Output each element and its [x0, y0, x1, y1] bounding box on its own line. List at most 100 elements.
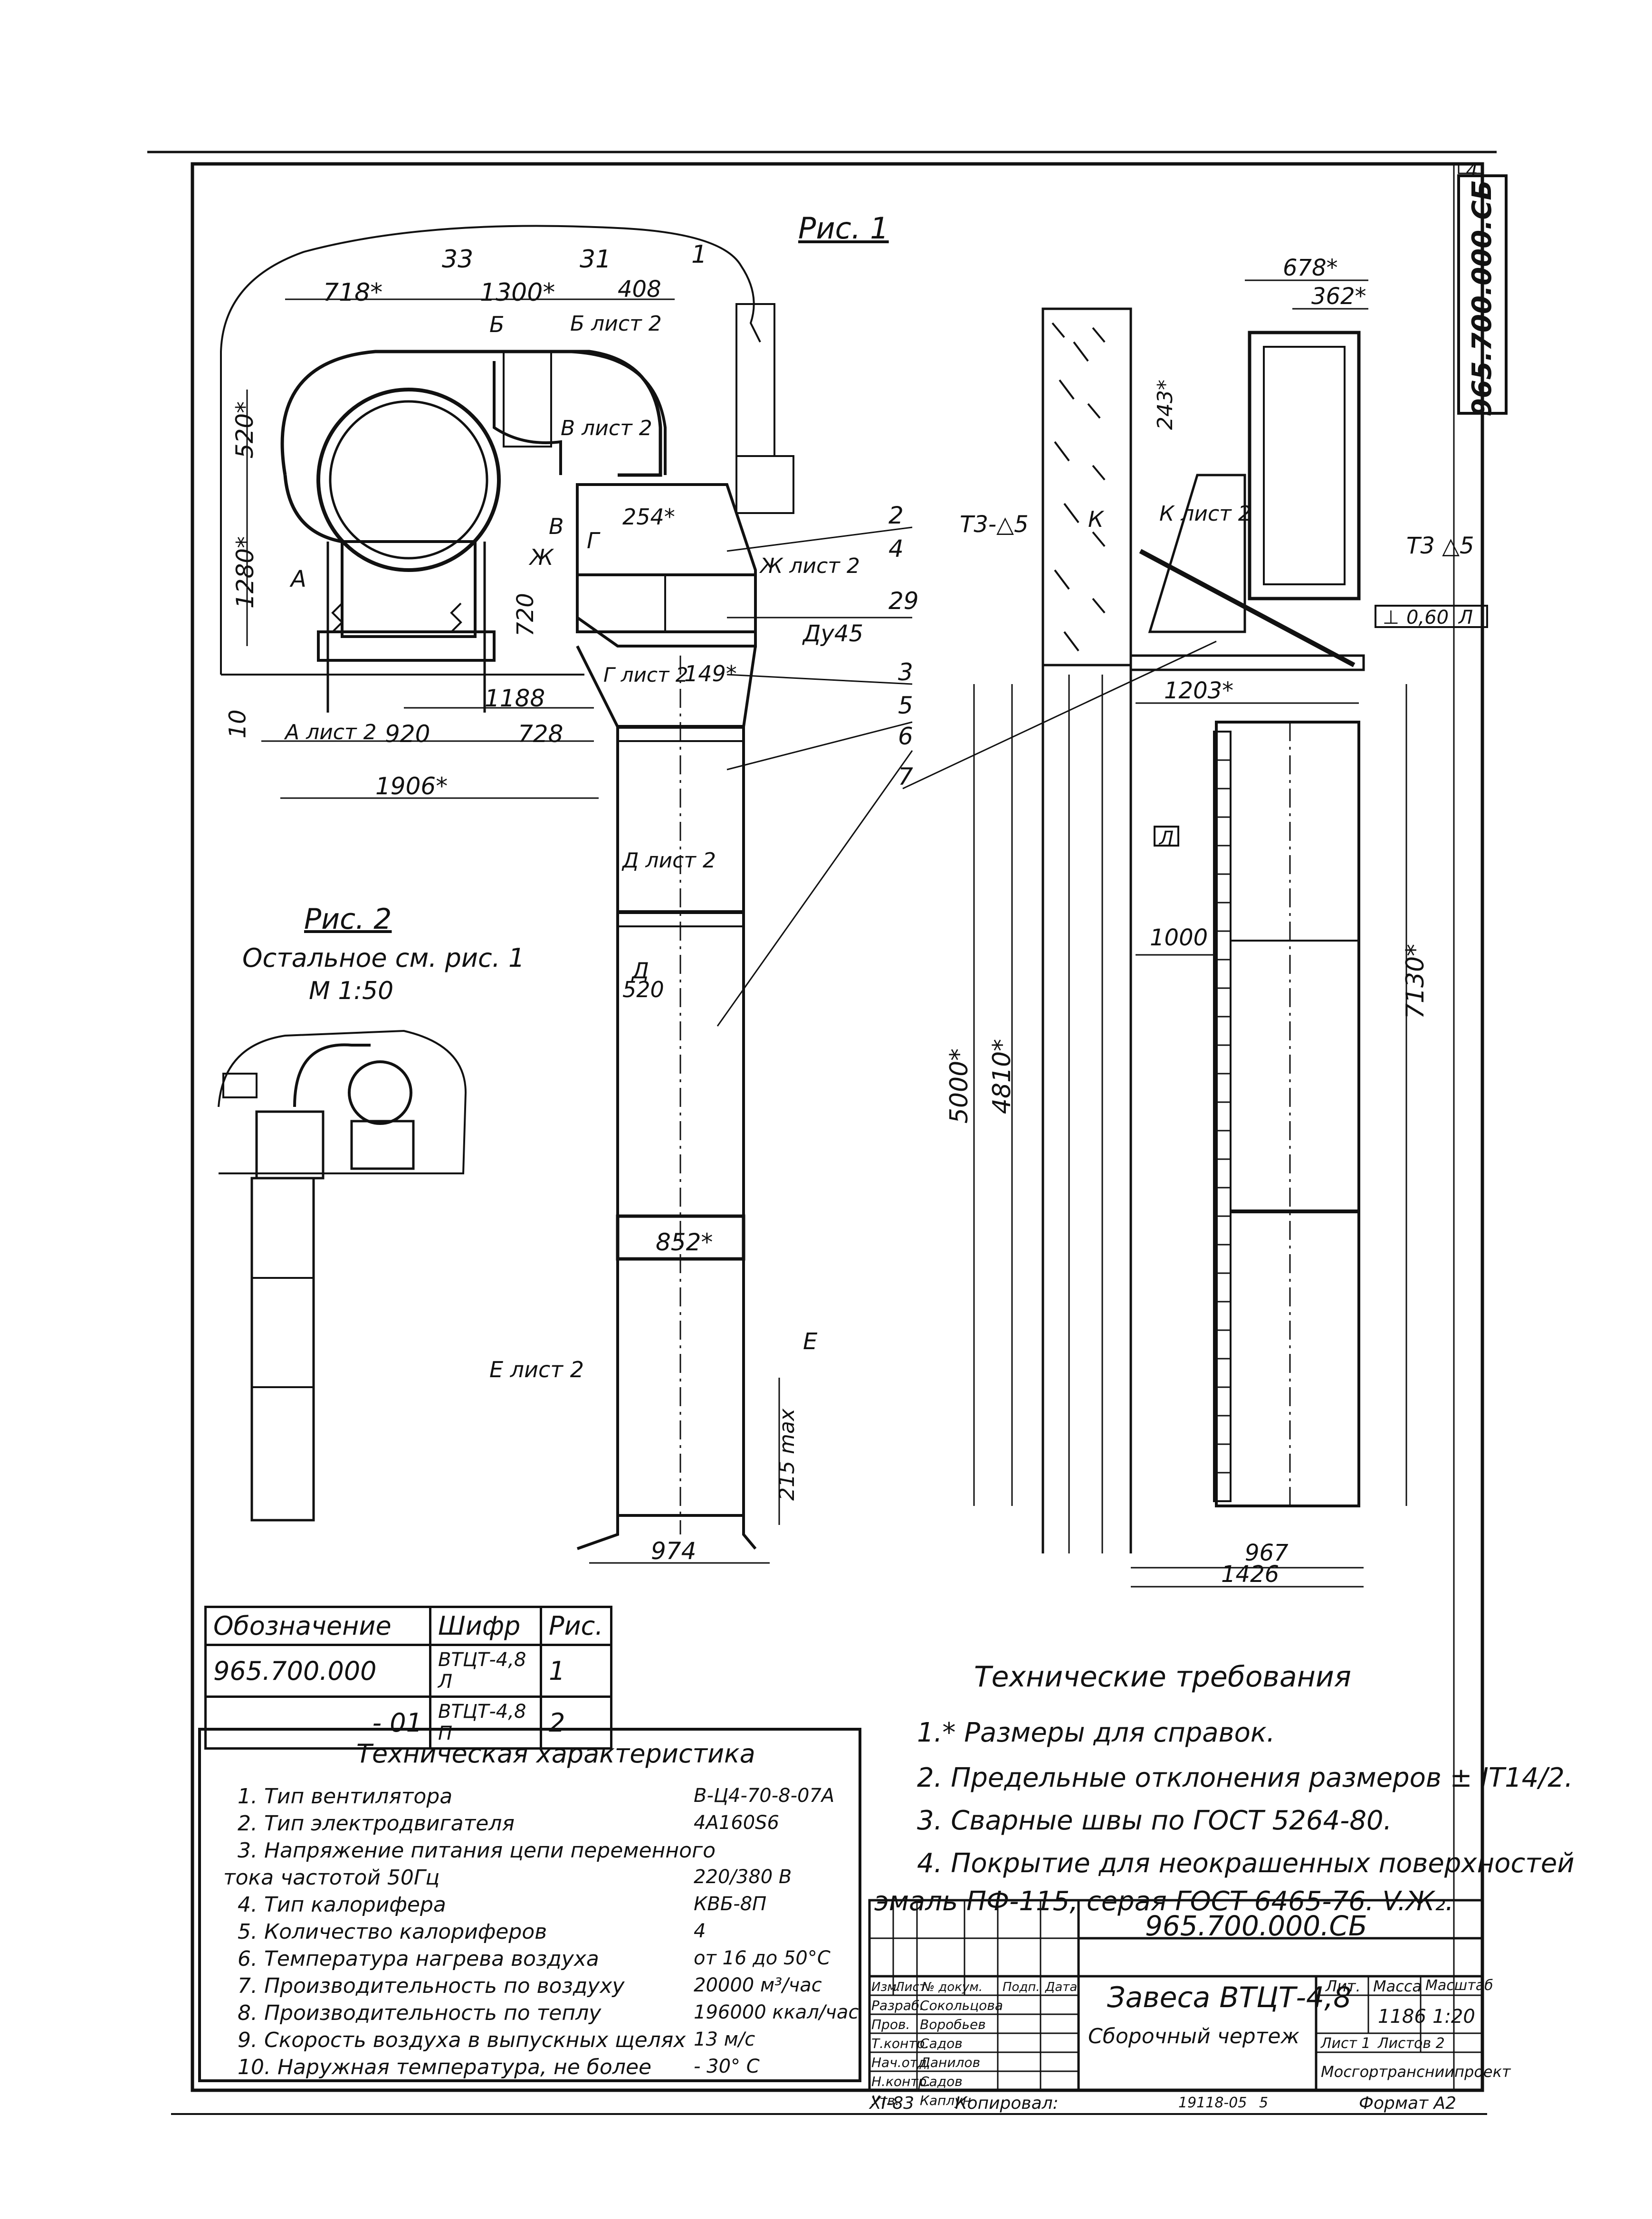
- section-a-sheet: А лист 2: [285, 720, 377, 744]
- vertical-doc-code: 965.700.000.СБ: [1467, 180, 1498, 417]
- section-k-sheet: К лист 2: [1159, 502, 1251, 526]
- dim-520b: 520: [622, 977, 664, 1002]
- spec-cell: 1: [540, 1644, 612, 1698]
- tech-char-value: от 16 до 50°С: [694, 1947, 831, 1969]
- dim-1203: 1203*: [1164, 677, 1234, 704]
- spec-header-designation: Обозначение: [204, 1606, 431, 1646]
- spec-cell: - 01: [204, 1695, 431, 1750]
- tech-char-label: 10. Наружная температура, не более: [238, 2055, 652, 2079]
- tech-char-value: В-Ц4-70-8-07А: [694, 1785, 835, 1807]
- tech-char-label: 5. Количество калориферов: [238, 1920, 547, 1944]
- footer-mid: 19118-05: [1178, 2095, 1247, 2111]
- tolerance-datum: Л: [1459, 607, 1473, 629]
- callout-3: 3: [898, 658, 913, 686]
- section-a: А: [291, 566, 306, 592]
- title-person: Сокольцова: [920, 1998, 1003, 2013]
- dim-974: 974: [651, 1537, 697, 1565]
- tech-req-item: 3. Сварные швы по ГОСТ 5264-80.: [917, 1805, 1392, 1836]
- tech-req-item: 4. Покрытие для неокрашенных поверхносте…: [917, 1848, 1575, 1879]
- dim-362: 362*: [1311, 283, 1366, 310]
- dim-4810: 4810*: [988, 1038, 1017, 1114]
- section-g-sheet: Г лист 2: [603, 663, 688, 686]
- tech-char-value: 196000 ккал/час: [694, 2001, 859, 2023]
- spec-table: Обозначение Шифр Рис. 965.700.000 ВТЦТ-4…: [204, 1606, 612, 1750]
- drawing-frame: [191, 162, 1484, 2092]
- fig2-scale: М 1:50: [309, 977, 394, 1005]
- fig2-note: Остальное см. рис. 1: [242, 943, 525, 973]
- section-g: Г: [587, 528, 599, 553]
- dim-1300: 1300*: [480, 278, 555, 307]
- scale-value: 1:20: [1432, 2006, 1475, 2028]
- title-name: Завеса ВТЦТ-4,8: [1107, 1981, 1352, 2014]
- dim-967: 967: [1245, 1540, 1289, 1566]
- spec-cell: 2: [540, 1695, 612, 1750]
- fig1-fan-view: [220, 225, 1217, 1564]
- dim-1188: 1188: [485, 685, 545, 712]
- tech-char-label: 6. Температура нагрева воздуха: [238, 1947, 599, 1971]
- col-head: Подп.: [1003, 1980, 1040, 1994]
- tech-char-value: - 30° С: [694, 2056, 760, 2077]
- section-d-sheet: Д лист 2: [622, 848, 716, 873]
- section-e: Е: [803, 1328, 818, 1355]
- section-e-sheet: Е лист 2: [489, 1357, 584, 1382]
- tech-char-value: 4: [694, 1920, 706, 1942]
- section-b-sheet: Б лист 2: [570, 312, 662, 336]
- table-row: 965.700.000 ВТЦТ-4,8 Л 1: [204, 1644, 612, 1698]
- lit-label: Лит.: [1326, 1977, 1361, 1995]
- title-person: Садов: [920, 2036, 963, 2051]
- dim-520: 520*: [231, 401, 259, 459]
- callout-6: 6: [898, 723, 913, 750]
- spec-cell: ВТЦТ-4,8 Л: [429, 1644, 542, 1698]
- dim-254: 254*: [622, 504, 675, 530]
- dim-10: 10: [224, 709, 251, 739]
- dim-1280: 1280*: [231, 536, 259, 609]
- callout-31: 31: [580, 245, 611, 274]
- callout-7: 7: [898, 763, 913, 790]
- footer-left: XI-83: [869, 2094, 915, 2113]
- footer-copied: Копировал:: [955, 2094, 1059, 2113]
- col-head: № докум.: [922, 1980, 983, 1994]
- title-person: Садов: [920, 2074, 963, 2089]
- weld-t3-right: Т3 △5: [1406, 533, 1474, 559]
- title-subname: Сборочный чертеж: [1088, 2024, 1300, 2048]
- tech-char-label: 7. Производительность по воздуху: [238, 1974, 625, 1998]
- sheets-label: Листов 2: [1378, 2035, 1445, 2052]
- mass-label: Масса: [1373, 1977, 1422, 1995]
- section-b: Б: [489, 312, 505, 337]
- section-zh-sheet: Ж лист 2: [760, 554, 860, 578]
- title-role: Нач.отд.: [871, 2055, 931, 2070]
- dim-720: 720: [512, 593, 539, 637]
- title-person: Воробьев: [920, 2017, 986, 2032]
- section-k: К: [1088, 506, 1104, 532]
- tech-char-label: 1. Тип вентилятора: [238, 1784, 453, 1809]
- tech-req-item: 2. Предельные отклонения размеров ± IT14…: [917, 1762, 1573, 1793]
- scale-label: Масштаб: [1425, 1977, 1493, 1994]
- dim-243: 243*: [1153, 380, 1177, 430]
- org-name: Мосгортрансниипроект: [1321, 2063, 1511, 2081]
- callout-2: 2: [888, 502, 904, 529]
- fig2-title: Рис. 2: [304, 903, 392, 936]
- tech-req-item: 1.* Размеры для справок.: [917, 1717, 1275, 1748]
- spec-header-fig: Рис.: [540, 1606, 612, 1646]
- dim-5000: 5000*: [945, 1048, 974, 1124]
- dim-7130: 7130*: [1401, 943, 1430, 1019]
- tolerance-symbol: ⊥: [1383, 607, 1399, 629]
- title-role: Т.контр.: [871, 2036, 929, 2051]
- tech-char-value: КВБ-8П: [694, 1893, 767, 1915]
- table-row: Обозначение Шифр Рис.: [204, 1606, 612, 1646]
- table-row: - 01 ВТЦТ-4,8 П 2: [204, 1695, 612, 1750]
- dim-1000: 1000: [1150, 924, 1208, 951]
- callout-4: 4: [888, 535, 904, 562]
- title-role: Н.контр.: [871, 2074, 931, 2089]
- tech-char-value: 4А160S6: [694, 1812, 779, 1834]
- callout-du45: Ду45: [803, 620, 863, 647]
- title-person: Каплун: [920, 2093, 972, 2108]
- col-head: Изм.: [871, 1980, 901, 1994]
- dim-678: 678*: [1283, 255, 1338, 281]
- sheet-label: Лист 1: [1321, 2035, 1371, 2052]
- weld-t3-left: Т3-△5: [960, 511, 1029, 538]
- dim-852: 852*: [656, 1229, 713, 1256]
- tech-char-value: 20000 м³/час: [694, 1974, 822, 1996]
- callout-33: 33: [442, 245, 474, 274]
